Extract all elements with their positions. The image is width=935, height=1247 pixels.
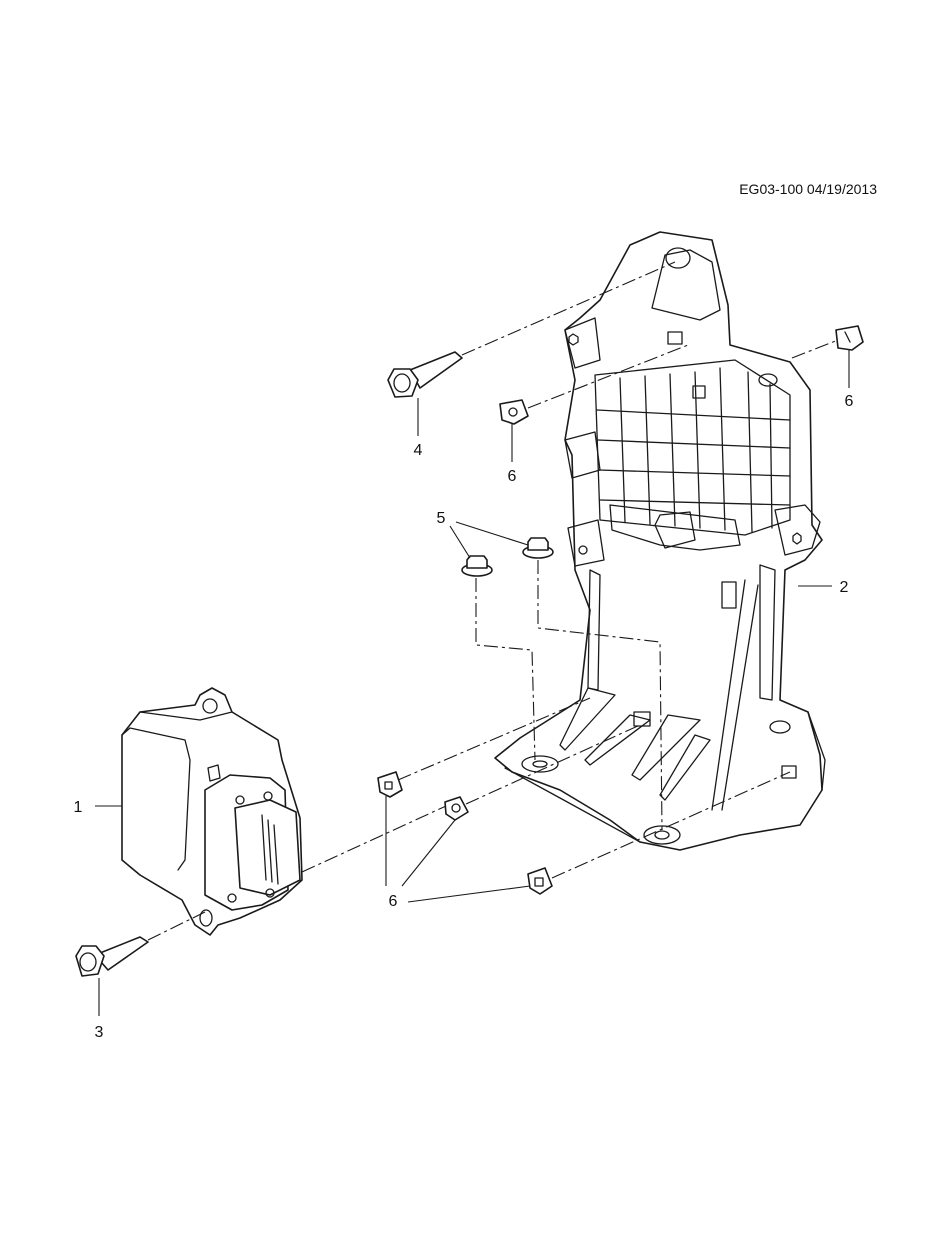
control-module xyxy=(121,687,303,936)
clip-top-right xyxy=(835,325,864,351)
callout-5: 5 xyxy=(437,510,529,559)
bracket-bolt xyxy=(387,351,463,398)
clip-bottom xyxy=(527,867,553,895)
drawing-reference: EG03-100 04/19/2013 xyxy=(739,181,877,197)
callout-2-label: 2 xyxy=(840,579,849,596)
callout-6-upper-left: 6 xyxy=(508,424,517,485)
flange-nut-right xyxy=(522,537,554,559)
callout-1: 1 xyxy=(74,799,122,816)
flange-nut-left xyxy=(461,555,493,577)
callout-4: 4 xyxy=(414,398,423,459)
callout-1-label: 1 xyxy=(74,799,83,816)
callout-4-label: 4 xyxy=(414,442,423,459)
callout-6-top-right-label: 6 xyxy=(845,393,854,410)
clip-lower-left xyxy=(377,771,403,798)
callout-5-label: 5 xyxy=(437,510,446,527)
clip-lower-middle xyxy=(444,796,469,821)
callout-6-bottom: 6 xyxy=(385,796,531,910)
callout-6-upper-left-label: 6 xyxy=(508,468,517,485)
callout-3: 3 xyxy=(95,978,104,1041)
callout-3-label: 3 xyxy=(95,1024,104,1041)
mounting-bracket xyxy=(494,231,826,851)
module-bolt xyxy=(75,936,149,977)
clip-upper-left xyxy=(499,399,529,425)
assembly-lines xyxy=(147,261,839,941)
callout-6-top-right: 6 xyxy=(845,350,854,410)
callout-6-bottom-label: 6 xyxy=(389,893,398,910)
callout-2: 2 xyxy=(798,579,849,596)
